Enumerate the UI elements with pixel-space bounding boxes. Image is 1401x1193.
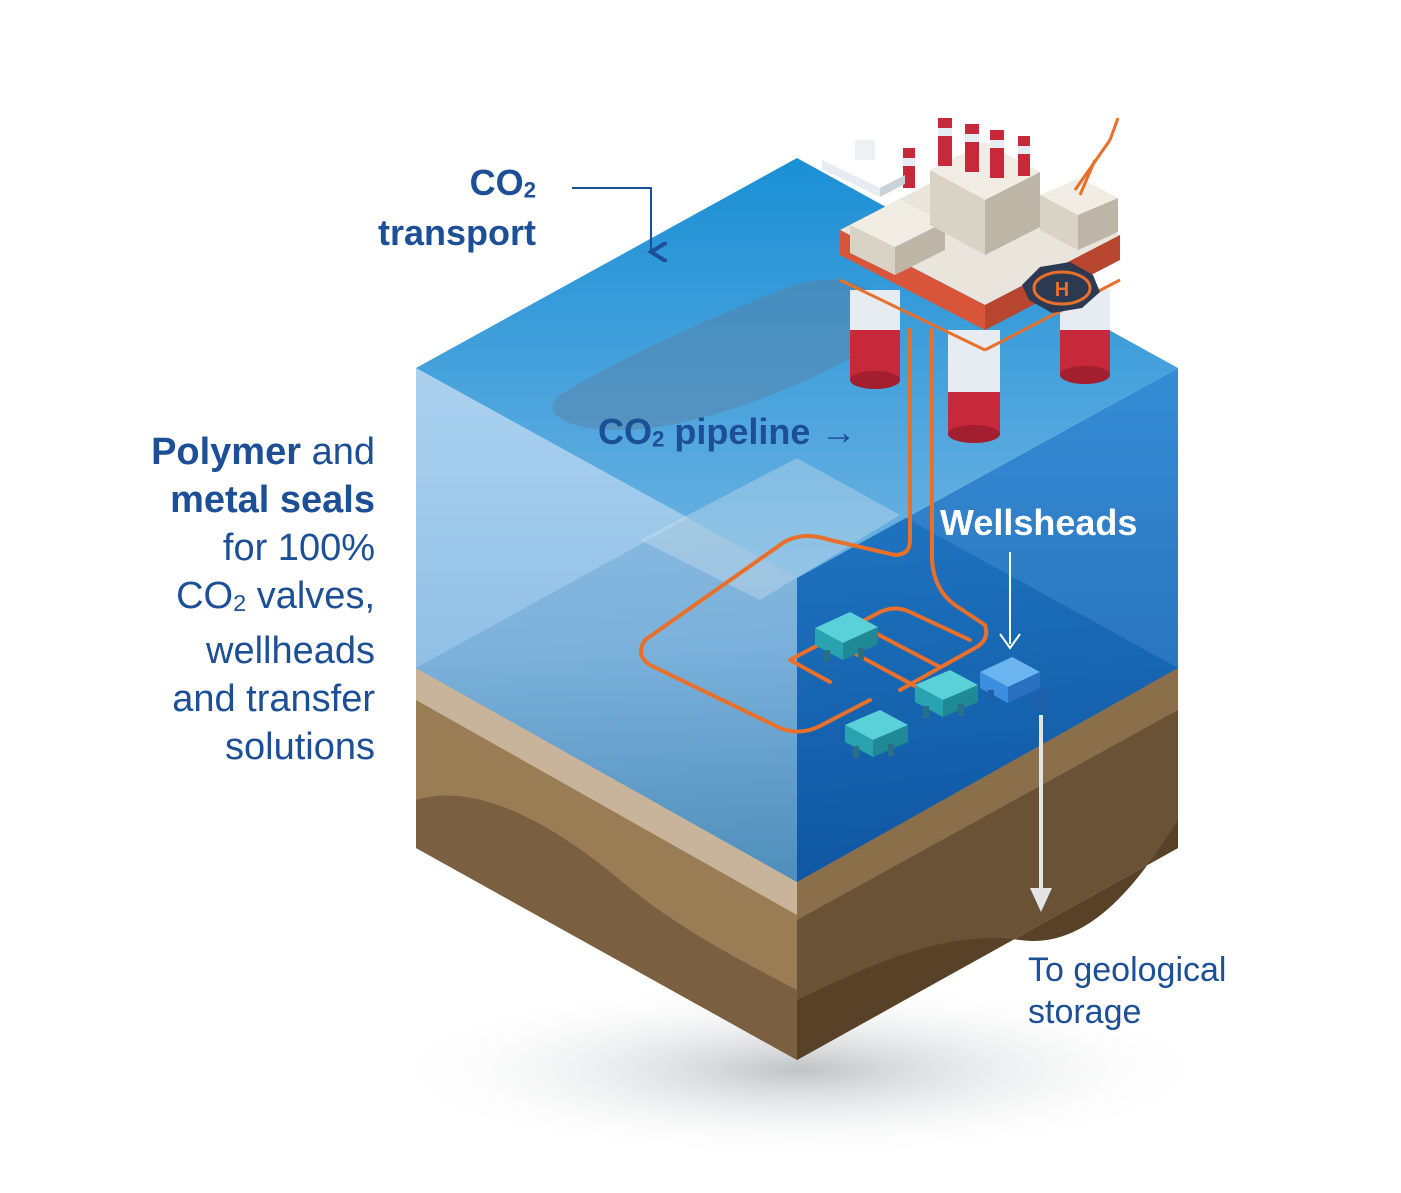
earth-right-band-light	[797, 668, 1178, 920]
pipeline-branch-1	[898, 328, 989, 692]
earth-block	[416, 668, 1178, 1060]
ground-shadow	[380, 980, 1220, 1160]
pipeline-main	[639, 328, 912, 734]
ship-icon	[822, 140, 905, 197]
helipad-icon: H	[1022, 262, 1100, 313]
co2-transport-label: CO2 transport	[378, 162, 537, 253]
transport-arrow	[572, 187, 651, 252]
co2-pipeline	[639, 328, 989, 734]
geological-storage-label: To geological storage	[1028, 951, 1227, 1031]
wellheads-label: Wellsheads	[940, 502, 1138, 543]
storage-arrow	[1030, 715, 1052, 912]
platform-legs	[850, 290, 1110, 443]
seals-metal: metal seals	[170, 479, 375, 521]
svg-text:H: H	[1055, 279, 1069, 301]
seals-polymer: Polymer	[151, 431, 302, 473]
crane-icon	[1073, 117, 1120, 196]
co2-pipeline-label: CO2 pipeline →	[598, 411, 857, 452]
surface-shadow	[552, 279, 886, 430]
pipeline-loop	[788, 606, 972, 688]
seabed-highlight	[640, 458, 900, 600]
wellhead-icon	[815, 612, 878, 662]
offshore-platform-icon: H	[822, 117, 1121, 443]
sea-left-face	[416, 368, 797, 882]
wellheads	[815, 612, 1046, 758]
seals-description: Polymer and metal seals for 100% CO2 val…	[151, 431, 375, 768]
active-wellhead-icon	[980, 657, 1046, 712]
wellhead-icon	[915, 670, 978, 718]
earth-right-band-dark	[797, 820, 1178, 1060]
earth-left-band-light	[416, 668, 797, 915]
earth-left-band-dark	[416, 795, 797, 1060]
wellheads-arrow-head	[999, 633, 1021, 650]
wellhead-icon	[845, 710, 908, 758]
